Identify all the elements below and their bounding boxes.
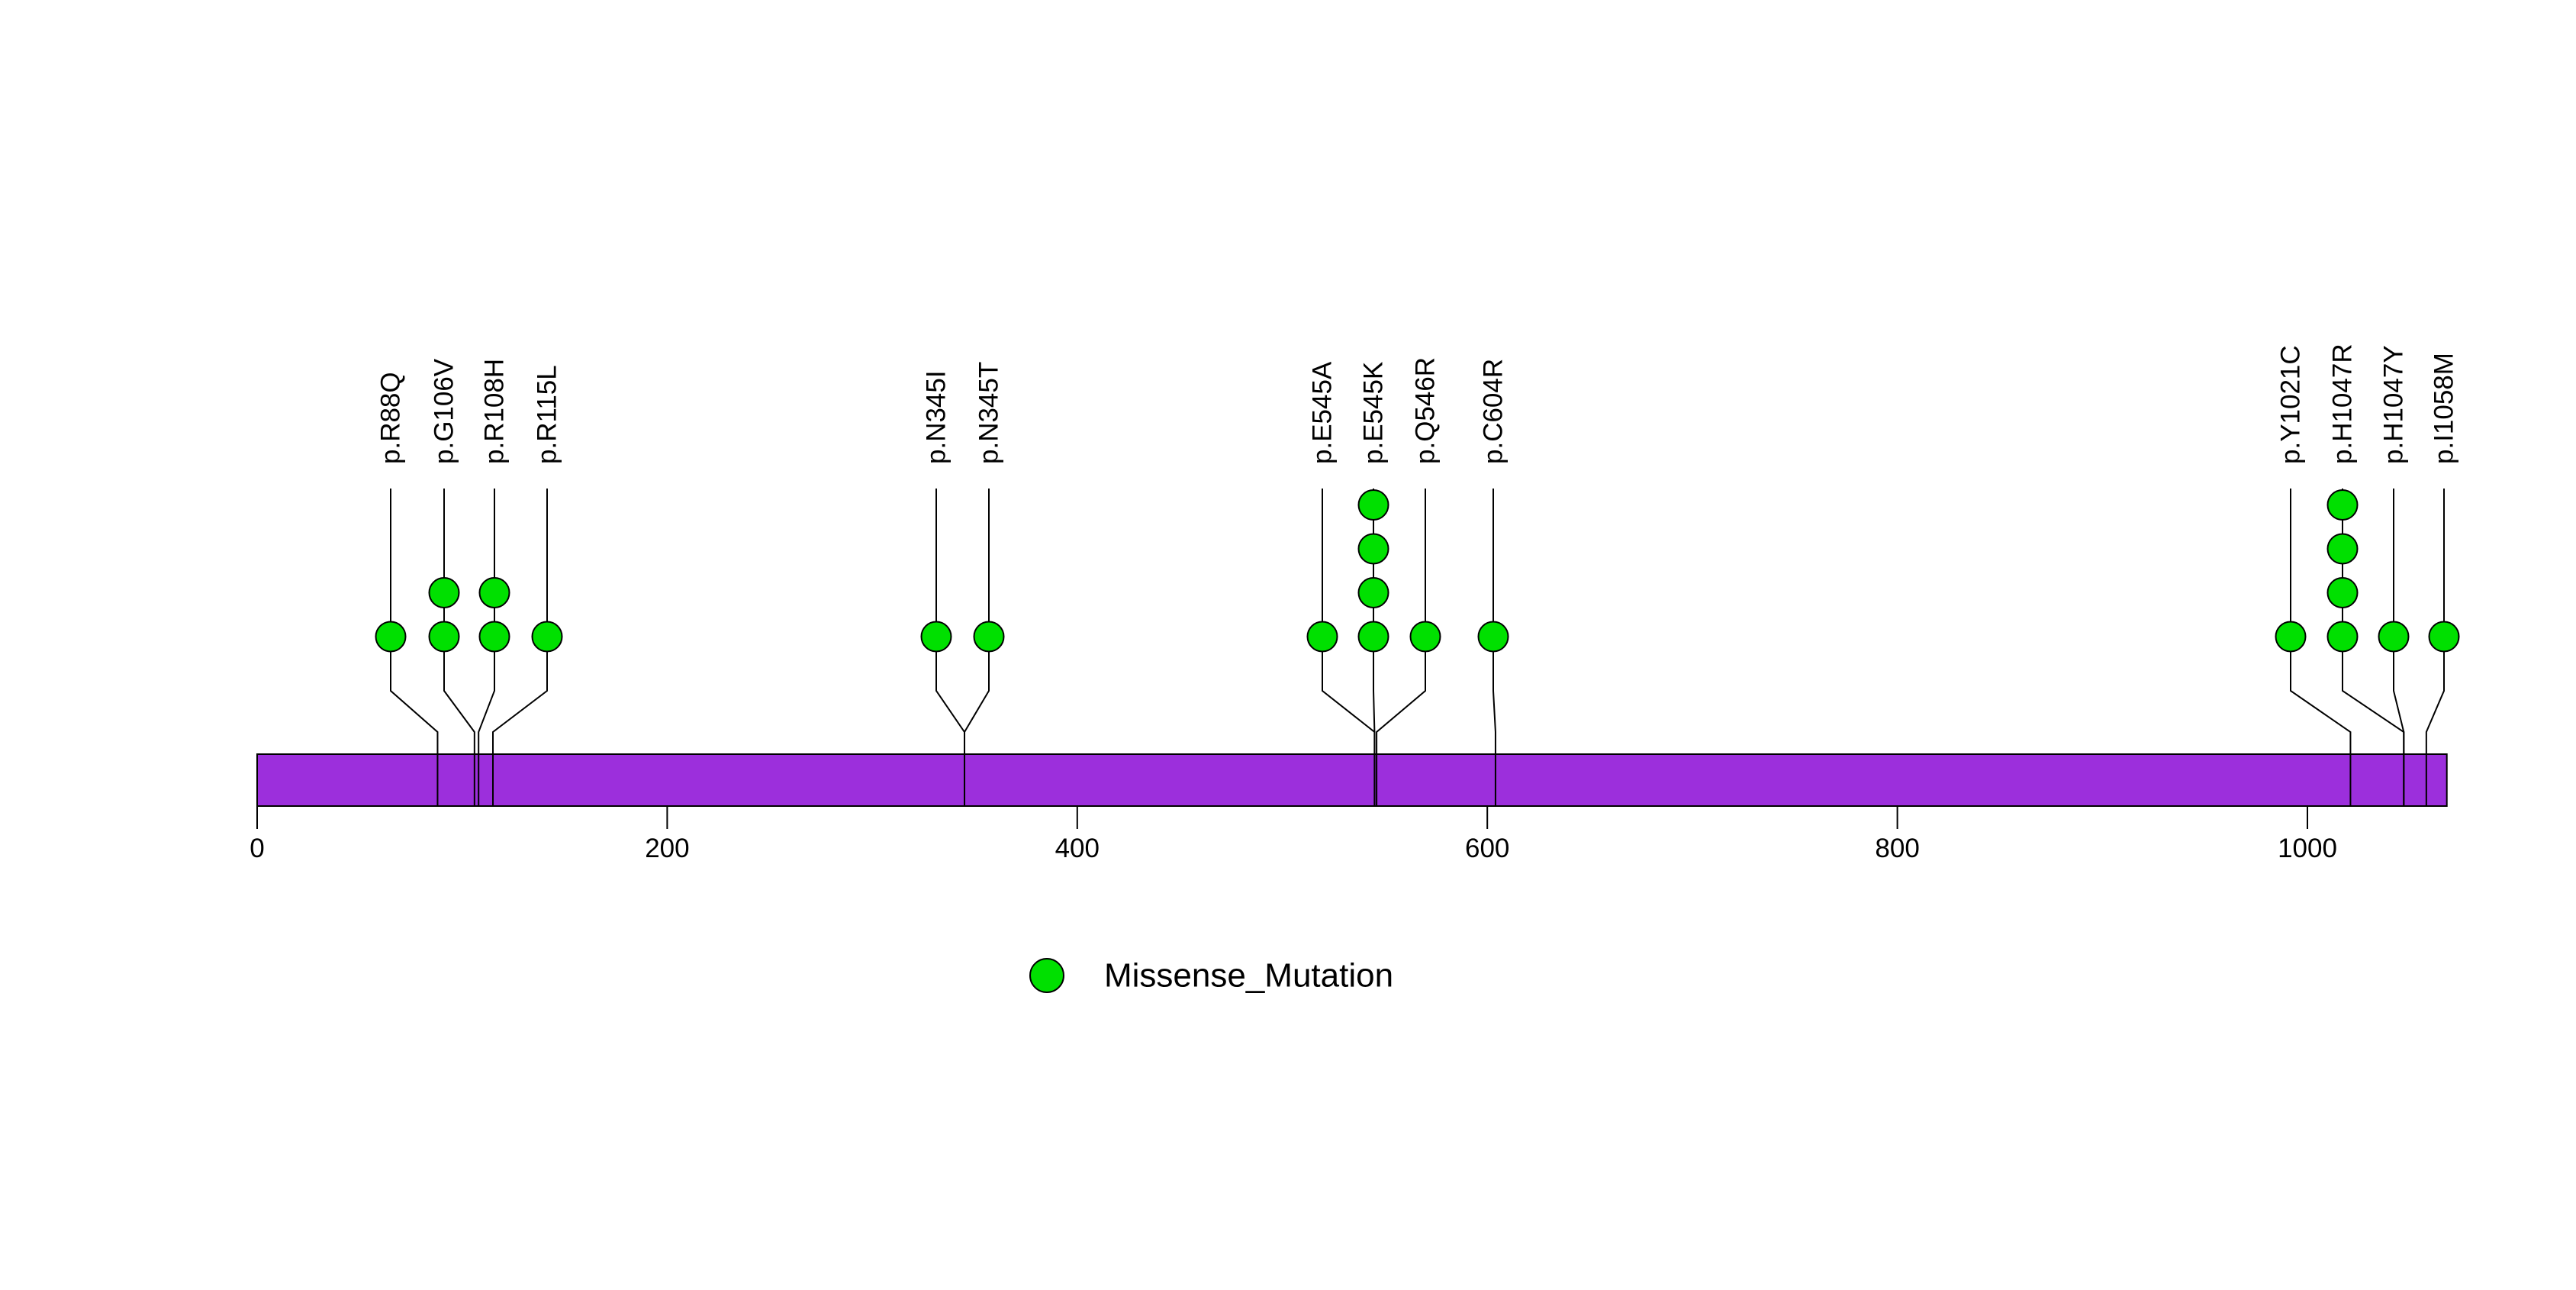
mutation-circle: [375, 621, 407, 653]
mutation-circle: [920, 621, 952, 653]
mutation-connector: [964, 489, 990, 806]
mutation-label: p.Y1021C: [2276, 345, 2306, 464]
mutation-label: p.C604R: [1479, 359, 1509, 464]
mutation-circle: [1306, 621, 1338, 653]
lollipop-p.C604R: p.C604R: [1477, 359, 1509, 806]
mutation-circle: [1409, 621, 1441, 653]
x-axis-tick-label: 800: [1875, 834, 1919, 863]
legend-label: Missense_Mutation: [1104, 957, 1393, 995]
lollipop-p.H1047Y: p.H1047Y: [2378, 345, 2410, 806]
lollipop-p.R115L: p.R115L: [492, 365, 563, 806]
x-axis-tick-label: 0: [250, 834, 264, 863]
mutation-connector: [390, 489, 439, 806]
mutation-circle: [1357, 533, 1389, 565]
mutation-circle: [478, 621, 510, 653]
legend: Missense_Mutation: [1029, 957, 1393, 995]
lollipop-p.R108H: p.R108H: [478, 359, 510, 806]
mutation-circle: [2326, 533, 2359, 565]
mutation-circle: [2378, 621, 2410, 653]
mutation-circle: [478, 577, 510, 608]
mutation-label: p.N345I: [922, 370, 952, 464]
mutation-label: p.R108H: [480, 359, 510, 464]
mutation-connector: [1492, 489, 1496, 806]
mutation-circle: [2326, 621, 2359, 653]
mutation-label: p.E545K: [1359, 362, 1389, 464]
mutation-label: p.Q546R: [1411, 357, 1441, 464]
lollipop-p.R88Q: p.R88Q: [375, 372, 439, 806]
protein-bar: [256, 753, 2448, 807]
lollipop-p.H1047R: p.H1047R: [2326, 343, 2405, 806]
mutation-circle: [973, 621, 1005, 653]
mutation-label: p.R88Q: [376, 372, 406, 464]
mutation-circle: [1357, 577, 1389, 608]
lollipop-p.G106V: p.G106V: [428, 358, 475, 806]
lollipop-p.N345I: p.N345I: [920, 370, 966, 806]
mutation-connector: [2425, 489, 2445, 806]
lollipop-p.Q546R: p.Q546R: [1376, 357, 1441, 806]
mutation-connector: [2393, 489, 2405, 806]
mutation-label: p.I1058M: [2429, 353, 2459, 464]
mutation-connector: [2290, 489, 2352, 806]
lollipop-p.Y1021C: p.Y1021C: [2275, 345, 2352, 806]
mutation-circle: [1357, 489, 1389, 521]
mutation-circle: [428, 621, 460, 653]
mutation-label: p.R115L: [533, 365, 562, 464]
mutation-label: p.H1047R: [2328, 343, 2358, 464]
mutation-label: p.N345T: [974, 362, 1004, 464]
mutation-connector: [1376, 489, 1426, 806]
legend-marker-icon: [1029, 958, 1064, 993]
mutation-circle: [2326, 489, 2359, 521]
lollipop-p.E545A: p.E545A: [1306, 361, 1376, 806]
lollipop-p.N345T: p.N345T: [964, 362, 1005, 806]
lollipop-p.E545K: p.E545K: [1357, 362, 1389, 806]
x-axis-tick-label: 400: [1055, 834, 1100, 863]
mutation-circle: [428, 577, 460, 608]
x-axis-tick-label: 1000: [2278, 834, 2337, 863]
mutation-circle: [2275, 621, 2307, 653]
mutation-circle: [531, 621, 563, 653]
x-axis-tick-label: 600: [1465, 834, 1509, 863]
mutation-circle: [2326, 577, 2359, 608]
mutation-circle: [2428, 621, 2460, 653]
mutation-label: p.G106V: [430, 358, 459, 464]
mutation-circle: [1477, 621, 1509, 653]
x-axis-tick-label: 200: [645, 834, 689, 863]
mutation-circle: [1357, 621, 1389, 653]
x-axis: 0 200 400 600 800 1000: [250, 806, 2337, 863]
lollipop-p.I1058M: p.I1058M: [2425, 353, 2460, 806]
mutation-label: p.H1047Y: [2379, 345, 2409, 464]
mutation-connector: [492, 489, 548, 806]
mutation-label: p.E545A: [1308, 361, 1338, 464]
